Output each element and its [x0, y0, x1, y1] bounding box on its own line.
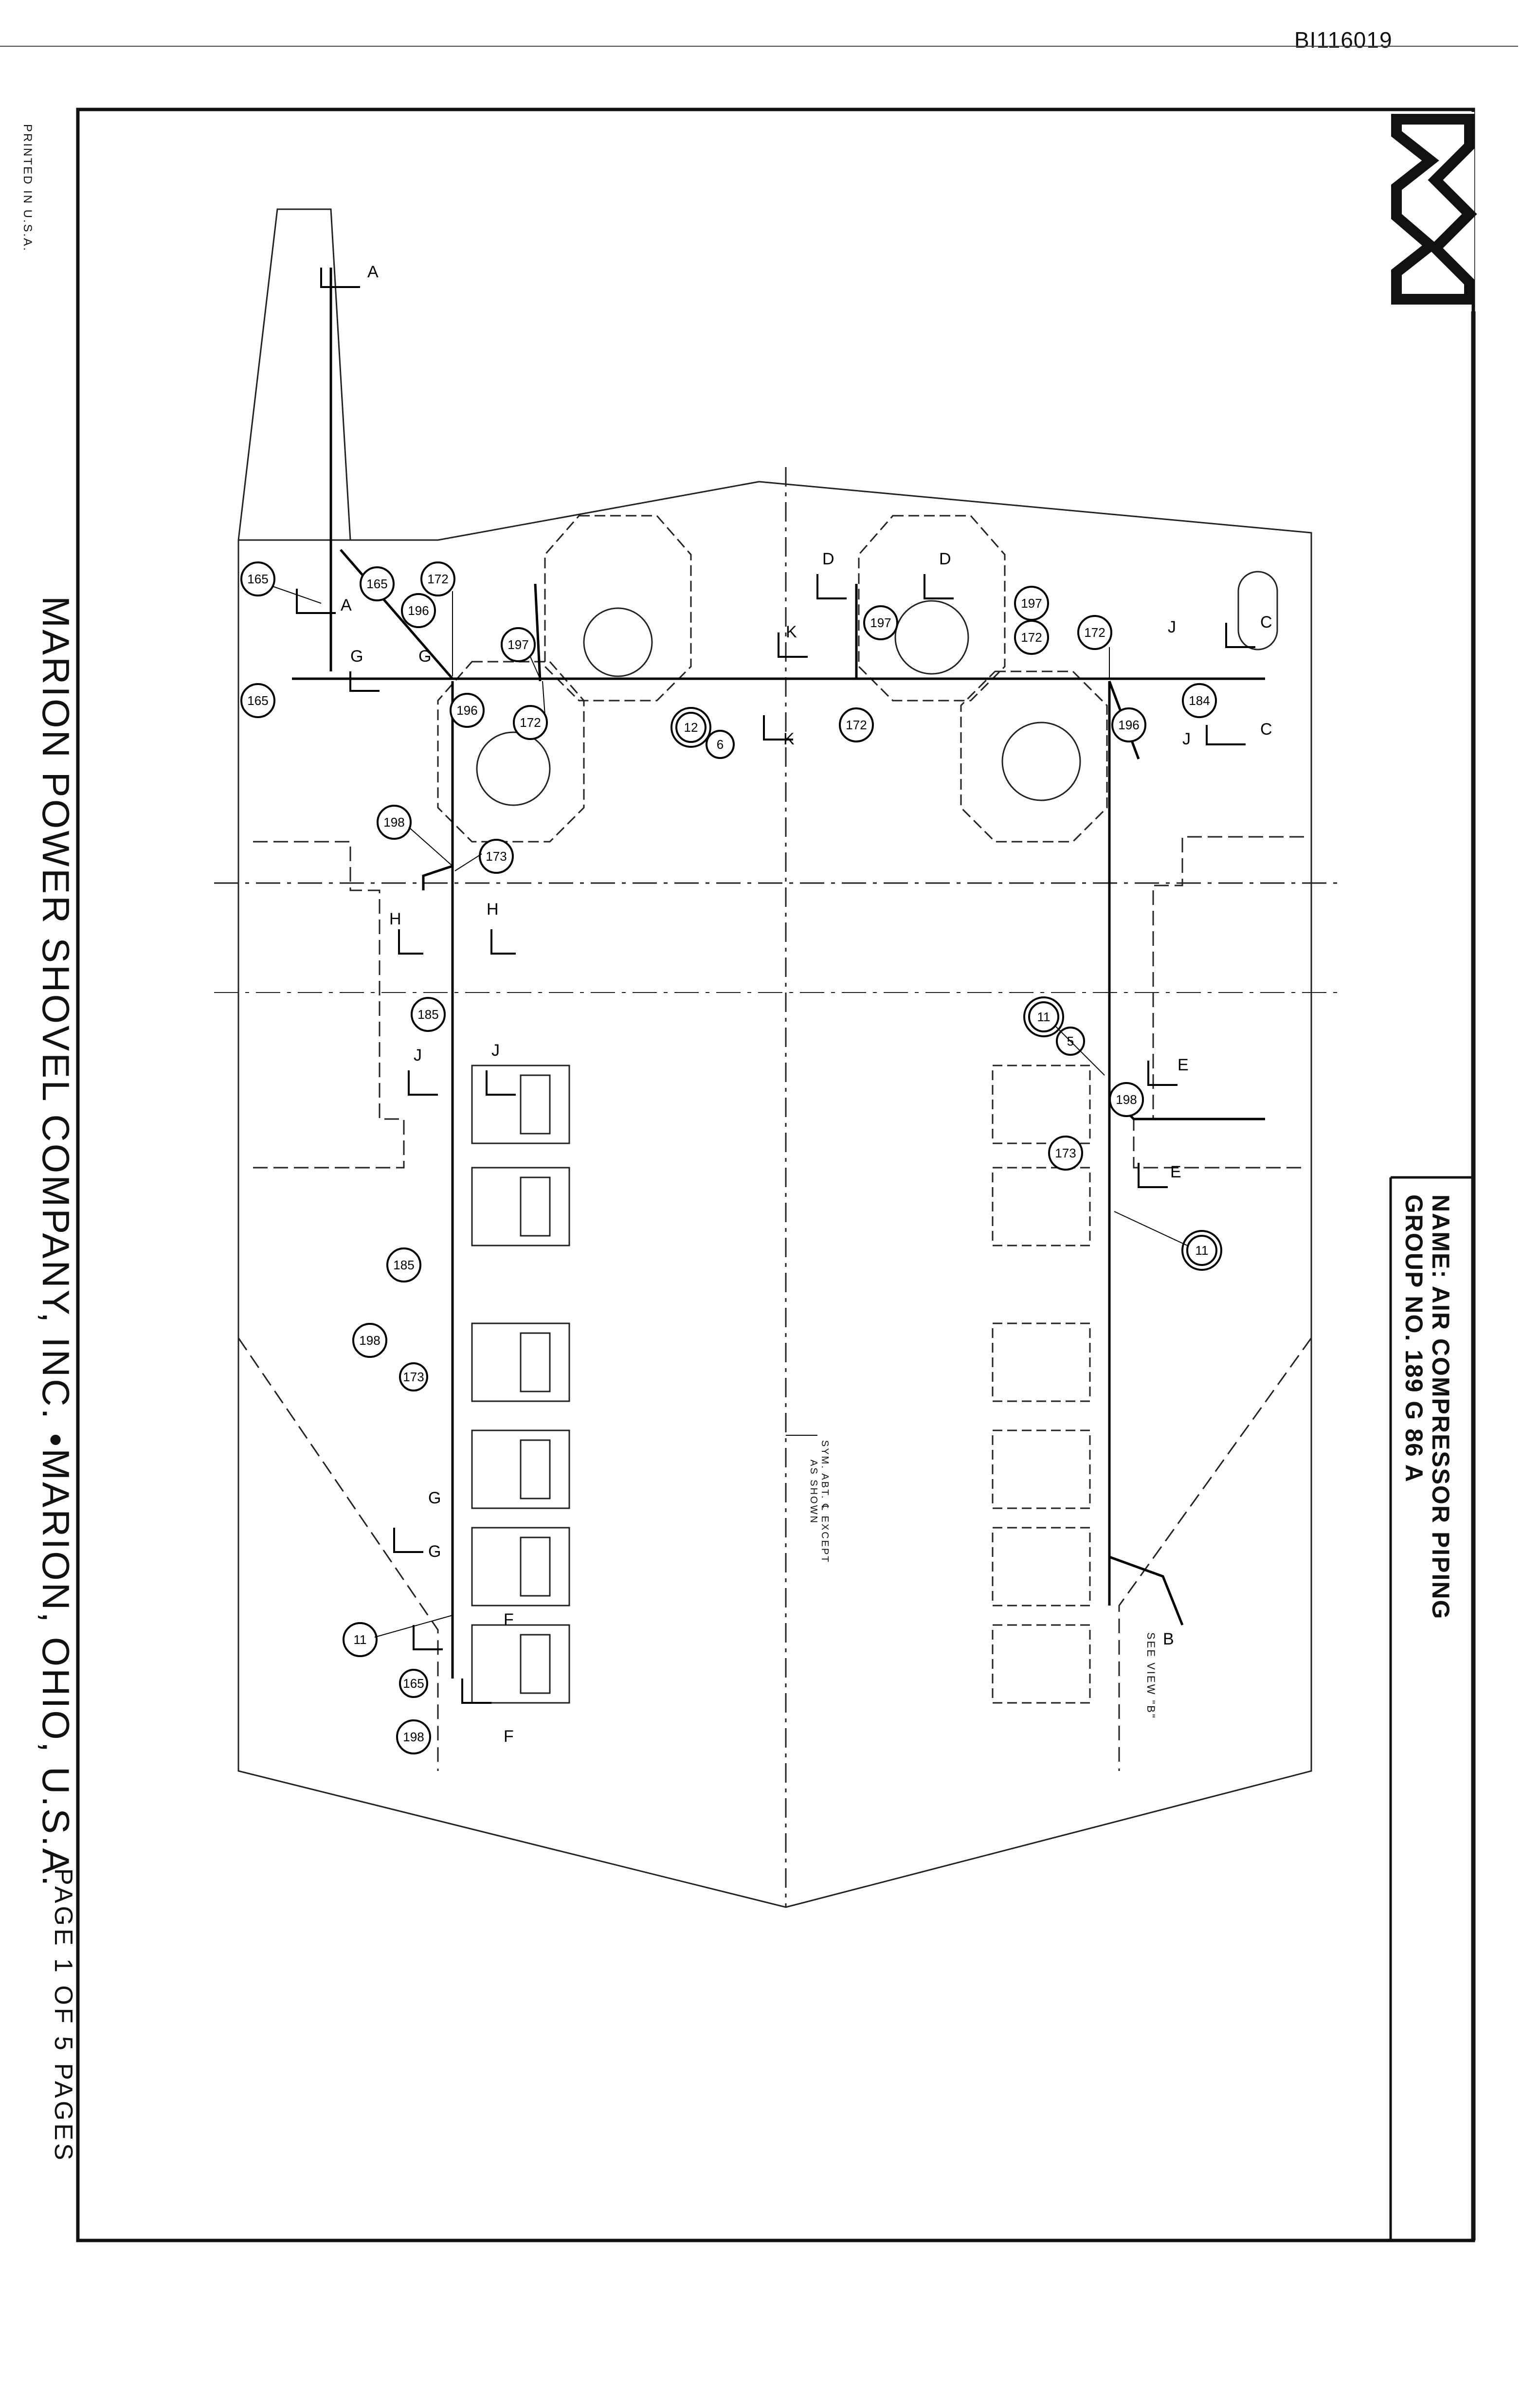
- section-letter: F: [504, 1610, 514, 1629]
- side-structures: [253, 836, 1304, 1169]
- section-letter: J: [414, 1046, 422, 1065]
- section-letter: H: [389, 910, 401, 928]
- section-letter: J: [1182, 730, 1191, 748]
- section-letter: G: [418, 647, 431, 666]
- callout-number: 197: [507, 637, 528, 652]
- section-letter: G: [428, 1542, 441, 1561]
- callout-number: 198: [1116, 1092, 1137, 1107]
- callout-number: 165: [403, 1676, 424, 1691]
- section-letter: G: [350, 647, 363, 666]
- section-letters: A A B C C D D E E F F G G G G H H J J J …: [341, 263, 1272, 1746]
- callout-number: 173: [403, 1370, 424, 1384]
- callout-number: 11: [1037, 1010, 1051, 1024]
- callout-number: 196: [408, 603, 429, 618]
- callout-number: 172: [846, 718, 867, 732]
- callout-number: 11: [354, 1632, 367, 1647]
- deck-outline: [214, 208, 1343, 1908]
- section-letter: K: [783, 730, 795, 748]
- section-letter: B: [1163, 1630, 1174, 1648]
- callout-number: 196: [456, 703, 477, 718]
- section-letter: H: [487, 900, 499, 919]
- leader-lines: [272, 586, 1188, 1638]
- callout-numbers: 165 165 165 172 196 196 197 172 12 6 197…: [247, 572, 1210, 1744]
- callout-number: 172: [427, 572, 448, 586]
- callout-number: 165: [247, 572, 268, 586]
- section-letter: C: [1260, 613, 1272, 632]
- section-letter: K: [786, 623, 797, 641]
- callout-number: 11: [1196, 1243, 1209, 1258]
- section-letter: D: [939, 550, 951, 568]
- callout-number: 12: [684, 720, 698, 735]
- section-letter: A: [367, 263, 379, 281]
- section-letter: J: [1168, 618, 1176, 636]
- section-letter: A: [341, 596, 352, 614]
- callout-number: 173: [1055, 1146, 1076, 1160]
- callout-number: 184: [1189, 693, 1210, 708]
- callout-number: 197: [1021, 596, 1042, 611]
- callout-balloons: [240, 561, 1222, 1754]
- section-letter: C: [1260, 720, 1272, 739]
- company-logo: M: [1389, 112, 1477, 305]
- callout-number: 165: [247, 693, 268, 708]
- callout-number: 173: [486, 849, 507, 864]
- callout-number: 198: [403, 1730, 424, 1744]
- callout-number: 197: [870, 615, 891, 630]
- section-letter: D: [822, 550, 834, 568]
- callout-number: 172: [1084, 625, 1105, 640]
- motor-stack-left: [471, 1065, 570, 1704]
- section-letter: G: [428, 1489, 441, 1507]
- callout-number: 185: [417, 1007, 438, 1022]
- callout-number: 185: [393, 1258, 414, 1272]
- callout-number: 172: [520, 715, 541, 730]
- callout-number: 6: [717, 737, 724, 752]
- document-id: BI116019: [1294, 27, 1393, 53]
- section-letter: E: [1170, 1163, 1181, 1181]
- air-piping: [292, 268, 1265, 1679]
- callout-number: 165: [366, 577, 387, 591]
- section-letter: J: [491, 1041, 500, 1060]
- gear-cases: [437, 515, 1278, 843]
- section-letter: E: [1178, 1056, 1189, 1074]
- callout-number: 198: [383, 815, 404, 830]
- callout-number: 172: [1021, 630, 1042, 645]
- section-letter: F: [504, 1727, 514, 1746]
- drawing-frame: [76, 108, 1475, 2242]
- callout-number: 198: [359, 1333, 380, 1348]
- section-arrows: [296, 268, 1255, 1704]
- motor-stack-right: [992, 1065, 1091, 1704]
- callout-number: 196: [1118, 718, 1139, 732]
